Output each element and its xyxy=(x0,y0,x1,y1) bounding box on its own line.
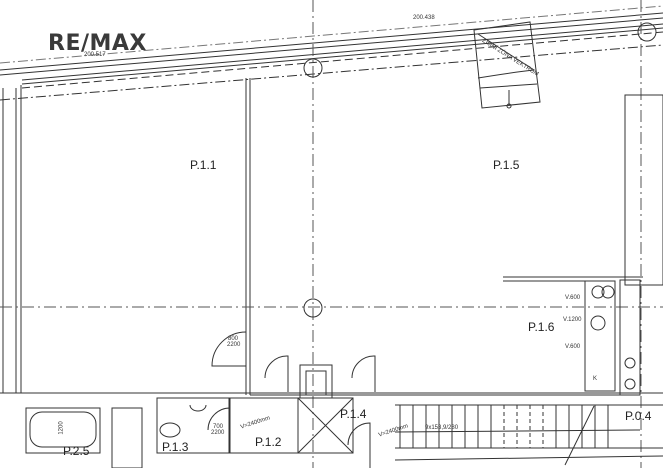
kitchen-label-v600: V.600 xyxy=(565,295,581,301)
room-label-p13: P.1.3 xyxy=(162,440,189,454)
skylight xyxy=(473,21,541,109)
room-label-p25: P.2.5 xyxy=(63,444,90,458)
door-swings xyxy=(207,331,376,468)
remax-logo: RE/MAX xyxy=(48,31,147,56)
stairs xyxy=(0,392,663,466)
elevation-left: 200.517 xyxy=(84,52,106,58)
room-label-p14: P.1.4 xyxy=(340,407,367,421)
west-wall xyxy=(2,85,22,393)
door-dim-height: 2200 xyxy=(211,430,225,436)
kitchen-label-v600: V.600 xyxy=(565,344,581,350)
room-label-p16: P.1.6 xyxy=(528,320,555,334)
kitchen-label-k: K xyxy=(593,376,598,382)
room-label-p11: P.1.1 xyxy=(190,158,217,172)
partition-wall xyxy=(245,78,251,395)
door-dim-height: 2200 xyxy=(227,342,241,348)
stairs-note: 9x153,9/280 xyxy=(425,425,459,431)
bath-dimension: 1200 xyxy=(58,421,65,435)
door-dim-width: 700 xyxy=(213,424,224,430)
elevation-right: 200.438 xyxy=(413,15,435,21)
kitchen-counter xyxy=(503,94,663,396)
room-label-p15: P.1.5 xyxy=(493,158,520,172)
grid-markers xyxy=(303,22,657,318)
door-dim-width: 800 xyxy=(228,336,239,342)
kitchen-label-v1200: V.1200 xyxy=(563,317,582,323)
room-label-p12: P.1.2 xyxy=(255,435,282,449)
room-label-p04: P.0.4 xyxy=(625,409,652,423)
north-wall xyxy=(0,5,663,101)
